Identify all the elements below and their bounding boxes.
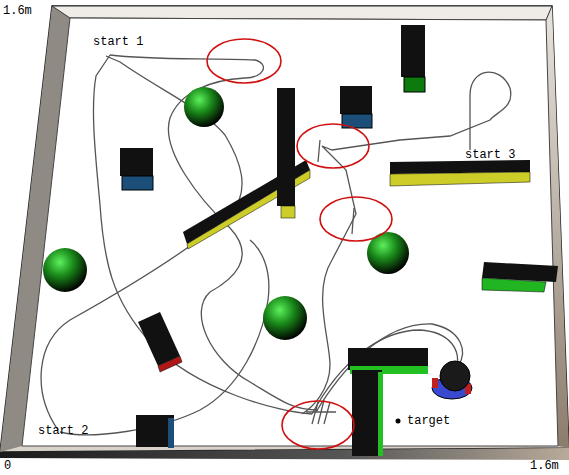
trajectory-jitter: [306, 400, 336, 424]
box-face: [122, 176, 153, 190]
start-label: start 1: [93, 35, 143, 49]
trajectory: [41, 56, 242, 430]
box-obstacle: [138, 312, 180, 366]
arena-floor: [22, 18, 558, 446]
box-obstacle: [120, 148, 153, 176]
start-label: start 3: [465, 148, 515, 162]
box-face: [158, 356, 182, 372]
robot-wheel: [432, 378, 438, 388]
front-wall: [0, 448, 569, 460]
obstacles: [120, 25, 558, 456]
highlight-circle: [282, 401, 354, 449]
wall-obstacle: [277, 88, 295, 206]
robot: [432, 361, 472, 399]
trajectory: [316, 324, 462, 412]
highlight-circle: [320, 197, 392, 241]
box-face: [168, 418, 174, 448]
wall-obstacle: [352, 370, 382, 456]
sphere-obstacle: [184, 87, 224, 127]
dimension-label: 1.6m: [530, 459, 559, 473]
sphere-obstacle: [263, 296, 307, 340]
wall-obstacle: [390, 160, 530, 174]
target-label: target: [407, 414, 450, 428]
wall-face: [378, 372, 383, 456]
box-obstacle: [136, 415, 174, 447]
trajectory: [110, 55, 318, 410]
outer-wall: [0, 6, 569, 452]
highlight-circles: [207, 39, 392, 449]
sphere-obstacle: [43, 248, 87, 292]
spheres: [43, 87, 409, 340]
trajectories: [41, 55, 511, 435]
trajectory: [93, 55, 312, 414]
dimension-label: 1.6m: [3, 4, 32, 18]
start-label: start 2: [38, 424, 88, 438]
wall-face: [390, 172, 530, 186]
box-face: [404, 77, 425, 92]
box-obstacle: [340, 86, 372, 114]
box-face: [482, 278, 546, 292]
robot-body: [440, 361, 470, 391]
wall-face: [281, 206, 295, 218]
highlight-circle: [297, 124, 369, 168]
target-dot: [396, 419, 401, 424]
trajectory: [312, 330, 458, 414]
trajectory: [60, 240, 269, 435]
origin-label: 0: [4, 459, 11, 473]
highlight-circle: [207, 39, 281, 83]
trajectory-jitter: [318, 140, 354, 234]
box-obstacle: [401, 25, 425, 77]
